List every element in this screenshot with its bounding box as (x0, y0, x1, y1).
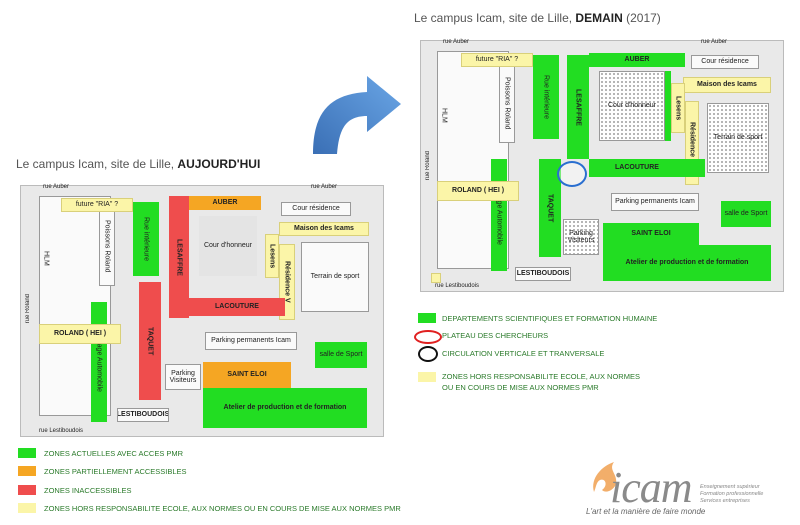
atelier-2: Atelier de production et de formation (603, 245, 771, 281)
lacouture-2: LACOUTURE (589, 159, 685, 177)
map-tomorrow: rue Auber rue Auber rue Roland rue Lesti… (420, 39, 784, 292)
legend-tomorrow-label-4: ZONES HORS RESPONSABILITE ECOLE, AUX NOR… (442, 372, 640, 381)
lestiboudois: LESTIBOUDOIS (117, 408, 169, 422)
legend-today-swatch-4 (18, 503, 36, 513)
saint-eloi-2: SAINT ELOI (603, 223, 699, 245)
lesens-2: Lesens (671, 83, 685, 133)
poissons-roland-2: Poissons Roland (499, 63, 515, 143)
legend-tomorrow-label-4b: OU EN COURS DE MISE AUX NORMES PMR (442, 383, 599, 392)
title-today: Le campus Icam, site de Lille, AUJOURD'H… (16, 157, 261, 171)
legend-tomorrow-ellipse-red (414, 330, 442, 344)
terrain-sport: Terrain de sport (301, 242, 369, 312)
lesaffre: LESAFFRE (169, 196, 189, 318)
parking-visiteurs: Parking Visiteurs (165, 364, 201, 390)
legend-today-label-3: ZONES INACCESSIBLES (44, 486, 132, 495)
lesens: Lesens (265, 234, 279, 278)
future-ria: future "RIA" ? (61, 198, 133, 212)
legend-today-label-1: ZONES ACTUELLES AVEC ACCES PMR (44, 449, 184, 458)
roland-hei-2: ROLAND ( HEI ) (437, 181, 519, 201)
rue-interieure-2: Rue intérieure (533, 55, 559, 139)
hlm-label-2: HLM (440, 107, 448, 123)
street-auber-right: rue Auber (311, 184, 338, 190)
parking-permanents: Parking permanents Icam (205, 332, 297, 350)
cour-honneur: Cour d'honneur (199, 216, 257, 276)
parking-permanents-2: Parking permanents Icam (611, 193, 699, 211)
street-roland: rue Roland (25, 294, 31, 324)
legend-today-swatch-2 (18, 466, 36, 476)
legend-tomorrow-label-3: CIRCULATION VERTICALE ET TRANVERSALE (442, 349, 605, 358)
legend-tomorrow-ellipse-black (418, 346, 438, 362)
legend-today-swatch-1 (18, 448, 36, 458)
legend-tomorrow-swatch-1 (418, 313, 436, 323)
cour-residence: Cour résidence (281, 202, 351, 216)
atelier: Atelier de production et de formation (203, 388, 367, 428)
logo-service-2: Formation professionnelle (700, 491, 764, 497)
hlm-label: HLM (42, 250, 50, 266)
rue-interieure: Rue intérieure (133, 202, 159, 276)
lesaffre-2: LESAFFRE (567, 55, 589, 159)
street-lestiboudois-2: rue Lestiboudois (435, 283, 480, 289)
cour-honneur-2: Cour d'honneur (599, 71, 665, 141)
garage-auto-2: Garage Automobile (491, 159, 507, 271)
poissons-roland: Poissons Roland (99, 206, 115, 286)
logo-wordmark: icam (610, 463, 693, 512)
lesaffre-wing-2 (665, 71, 671, 141)
parking-visiteurs-2: Parking Visiteurs (563, 219, 599, 255)
street-auber-left: rue Auber (43, 184, 70, 190)
maison-icams: Maison des Icams (279, 222, 369, 236)
maison-icams-2: Maison des Icams (683, 77, 771, 93)
logo-services: Enseignement supérieur Formation profess… (700, 484, 763, 505)
taquet: TAQUET (139, 282, 161, 400)
salle-sport: salle de Sport (315, 342, 367, 368)
map-today: rue Auber rue Auber rue Roland rue Lesti… (20, 184, 384, 437)
terrain-sport-2: Terrain de sport (707, 103, 769, 173)
legend-today-label-2: ZONES PARTIELLEMENT ACCESSIBLES (44, 467, 187, 476)
saint-eloi: SAINT ELOI (203, 362, 291, 388)
future-ria-2: future "RIA" ? (461, 53, 533, 67)
curved-arrow-icon (313, 76, 401, 154)
legend-today-label-4: ZONES HORS RESPONSABILITE ECOLE, AUX NOR… (44, 504, 401, 513)
street-lestiboudois: rue Lestiboudois (39, 428, 84, 434)
street-roland-2: rue Roland (425, 151, 431, 181)
auber-2: AUBER (589, 53, 685, 67)
garage-auto: Garage Automobile (91, 302, 107, 422)
legend-tomorrow-label-1: DEPARTEMENTS SCIENTIFIQUES ET FORMATION … (442, 314, 658, 323)
cour-residence-2: Cour résidence (691, 55, 759, 69)
logo-tagline: L'art et la manière de faire monde (586, 507, 706, 516)
circulation-node-icon (557, 161, 587, 187)
legend-tomorrow-label-2: PLATEAU DES CHERCHEURS (442, 331, 549, 340)
logo-service-1: Enseignement supérieur (700, 484, 760, 490)
lacouture-ext-2 (685, 159, 705, 177)
legend-today-swatch-3 (18, 485, 36, 495)
lestiboudois-2: LESTIBOUDOIS (515, 267, 571, 281)
auber: AUBER (189, 196, 261, 210)
corner-zone-2 (431, 273, 441, 283)
lacouture: LACOUTURE (189, 298, 285, 316)
taquet-2: TAQUET (539, 159, 561, 257)
icam-flame-icon (593, 462, 617, 492)
street-auber-right-2: rue Auber (701, 39, 728, 45)
title-tomorrow: Le campus Icam, site de Lille, DEMAIN (2… (414, 11, 661, 25)
salle-sport-2: salle de Sport (721, 201, 771, 227)
roland-hei: ROLAND ( HEI ) (39, 324, 121, 344)
logo-service-3: Services entreprises (700, 498, 750, 504)
street-auber-left-2: rue Auber (443, 39, 470, 45)
legend-tomorrow-swatch-4 (418, 372, 436, 382)
